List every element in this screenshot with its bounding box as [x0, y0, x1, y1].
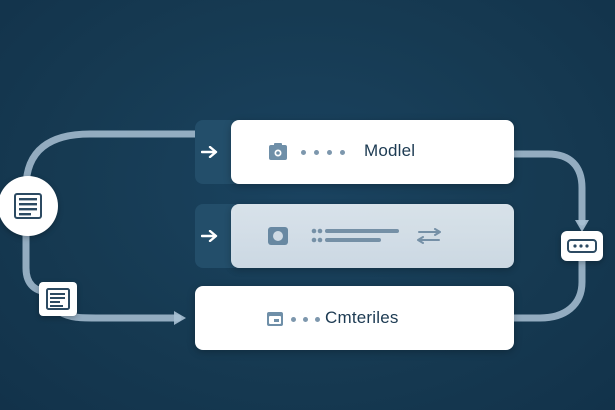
connector-right-bottom: [510, 256, 586, 322]
dot-separator: [301, 150, 345, 155]
row1-tab: [195, 120, 235, 184]
arrow-right-icon: [201, 230, 218, 242]
swap-arrows-icon: [417, 228, 441, 244]
card-photo[interactable]: [231, 204, 514, 268]
dot-separator: [291, 317, 320, 322]
arrowhead-right: [575, 220, 589, 232]
document-node[interactable]: [0, 176, 58, 236]
card-cmteriles[interactable]: Cmteriles: [195, 286, 514, 350]
row2-tab: [195, 204, 235, 268]
connector-left-top: [22, 130, 200, 192]
document-icon: [14, 193, 42, 219]
server-node[interactable]: [561, 231, 603, 261]
connector-bottom-in: [56, 308, 182, 322]
camera-icon: [268, 142, 288, 167]
photo-icon: [267, 226, 289, 251]
arrowhead-bottom: [174, 311, 186, 325]
card-cmteriles-label: Cmteriles: [325, 308, 399, 327]
card-model[interactable]: Modlel: [231, 120, 514, 184]
arrow-right-icon: [201, 146, 218, 158]
note-node[interactable]: [39, 282, 77, 316]
server-icon: [567, 239, 597, 253]
note-icon: [46, 288, 70, 310]
connector-right-top: [510, 150, 586, 226]
calendar-icon: [266, 310, 284, 332]
text-lines-icon: [311, 228, 399, 243]
card-model-label: Modlel: [364, 141, 416, 160]
